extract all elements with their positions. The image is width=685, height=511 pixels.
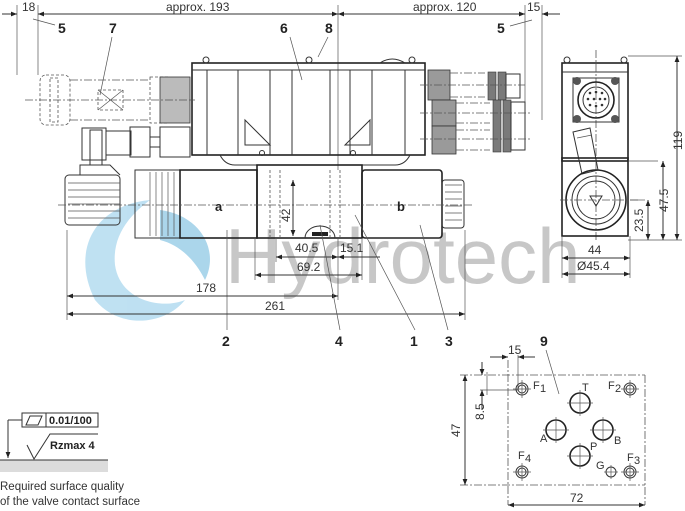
connector-left-cable [81, 126, 191, 161]
callout-2: 2 [222, 333, 230, 349]
dim-119: 119 [671, 131, 685, 150]
fixing-hole-f1 [513, 380, 531, 398]
bottom-callouts: 2 4 1 3 [222, 214, 453, 349]
dim-40-5: 40.5 [295, 241, 319, 255]
watermark-text: Hydrotech [225, 212, 581, 300]
dim-18: 18 [22, 0, 36, 14]
surface-hatch [0, 460, 108, 472]
dim-47-5: 47.5 [657, 188, 671, 212]
port-b [590, 417, 616, 443]
dim-44: 44 [588, 243, 602, 257]
port-g [604, 465, 618, 479]
dim-15-port: 15 [508, 343, 522, 357]
dim-42: 42 [279, 208, 293, 222]
solenoid-a-ribs [68, 182, 120, 219]
dim-72: 72 [570, 491, 584, 505]
fixing-hole-f4 [513, 463, 531, 481]
callout-1: 1 [410, 333, 418, 349]
dim-approx-120: approx. 120 [413, 0, 477, 14]
label-f4-sub: 4 [525, 453, 531, 465]
dim-47: 47 [449, 423, 463, 437]
label-g: G [596, 460, 605, 472]
label-f2: F [608, 380, 615, 392]
label-a: A [540, 433, 548, 445]
label-f1: F [533, 380, 540, 392]
callout-6: 6 [280, 20, 288, 36]
solenoid-b-label: b [397, 199, 405, 214]
valve-electronics-housing [191, 56, 426, 166]
callout-8: 8 [325, 20, 333, 36]
dim-8-5: 8.5 [473, 403, 487, 420]
dim-15-1: 15.1 [340, 241, 364, 255]
surface-quality-spec: 0.01/100 Rzmax 4 [0, 412, 108, 472]
fixing-hole-f3 [621, 463, 639, 481]
label-f4: F [518, 450, 525, 462]
top-dimensions: 18 approx. 193 approx. 120 15 [2, 0, 560, 170]
callout-9: 9 [540, 333, 548, 349]
callout-5-right: 5 [497, 20, 505, 36]
port-a [543, 417, 569, 443]
port-pattern: 9 15 8.5 47 72 [449, 333, 646, 508]
dim-69-2: 69.2 [297, 260, 321, 274]
solenoid-a-label: a [215, 199, 223, 214]
label-p: P [590, 441, 597, 453]
dim-diameter-45-4: Ø45.4 [577, 259, 610, 273]
callout-7: 7 [109, 20, 117, 36]
flatness-value: 0.01/100 [49, 415, 92, 427]
dim-261: 261 [265, 299, 285, 313]
dim-approx-193: approx. 193 [166, 0, 230, 14]
connector-right-group [420, 69, 530, 155]
side-view [560, 50, 640, 240]
caption-line-1: Required surface quality [0, 481, 125, 493]
connector-left-dashed [25, 74, 195, 126]
label-b: B [614, 435, 621, 447]
dim-178: 178 [196, 281, 216, 295]
callout-4: 4 [335, 333, 343, 349]
port-t [567, 390, 593, 416]
label-f3-sub: 3 [634, 455, 640, 467]
label-f3: F [627, 452, 634, 464]
front-view-dimensions: 42 40.5 15.1 69.2 178 261 [66, 180, 466, 320]
label-f2-sub: 2 [615, 383, 621, 395]
dim-23-5: 23.5 [632, 208, 646, 232]
dim-15: 15 [527, 0, 541, 14]
caption-line-2: of the valve contact surface [0, 496, 140, 508]
callout-3: 3 [445, 333, 453, 349]
flatness-icon [25, 415, 43, 426]
fixing-hole-f2 [621, 380, 639, 398]
callout-5-left: 5 [58, 20, 66, 36]
label-t: T [582, 382, 589, 394]
watermark-logo [85, 200, 210, 321]
surface-quality-caption: Required surface quality of the valve co… [0, 480, 140, 510]
valve-body: a b [58, 129, 472, 239]
label-f1-sub: 1 [540, 383, 546, 395]
side-view-dimensions: 119 47.5 23.5 44 Ø45.4 [561, 55, 685, 278]
top-callouts: 5 7 6 8 5 [32, 18, 533, 96]
port-p [567, 443, 593, 469]
roughness-value: Rzmax 4 [50, 440, 96, 452]
